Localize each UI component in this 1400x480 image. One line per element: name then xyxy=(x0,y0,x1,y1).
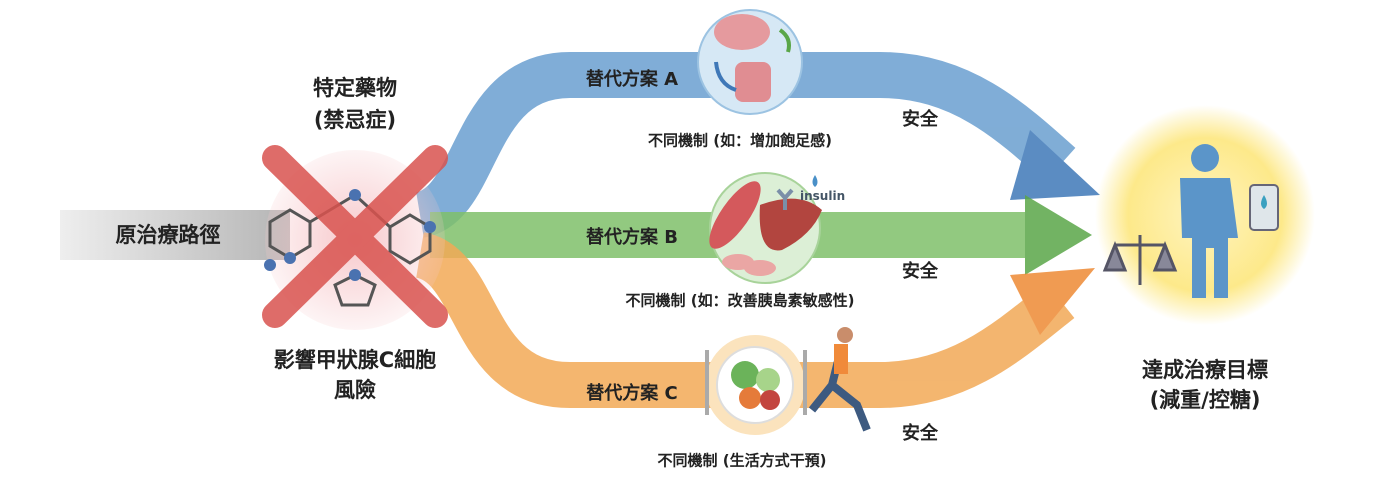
drug-title: 特定藥物 xyxy=(313,76,397,100)
arrow-c xyxy=(413,232,1095,408)
alternative-a-label: 替代方案 A xyxy=(585,69,679,90)
risk-line1: 影響甲狀腺C細胞 xyxy=(273,348,437,372)
alternative-a-mechanism: 不同機制 (如：增加飽足感) xyxy=(648,131,832,150)
drug-subtitle: (禁忌症) xyxy=(313,108,397,132)
arrow-a xyxy=(413,52,1100,238)
alternative-b-label: 替代方案 B xyxy=(586,227,678,248)
original-path-band xyxy=(60,210,290,260)
brain-gut-icon xyxy=(697,9,803,115)
goal-line2: (減重/控糖) xyxy=(1149,388,1261,412)
alternative-c-label: 替代方案 C xyxy=(586,383,678,404)
alternative-c-mechanism: 不同機制 (生活方式干預) xyxy=(657,451,827,470)
alternative-b-safety: 安全 xyxy=(902,261,938,282)
risk-line2: 風險 xyxy=(334,378,376,402)
muscle-liver-insulin-icon xyxy=(709,172,822,284)
cross-icon xyxy=(262,145,448,328)
alternative-c-safety: 安全 xyxy=(902,423,938,444)
alternative-b-mechanism: 不同機制 (如：改善胰島素敏感性) xyxy=(625,291,855,310)
goal-line1: 達成治療目標 xyxy=(1142,358,1268,382)
goal-person-icon xyxy=(1095,105,1315,325)
alternative-a-safety: 安全 xyxy=(902,109,938,130)
insulin-label: insulin xyxy=(800,189,845,203)
original-path-label: 原治療路徑 xyxy=(115,223,221,247)
healthy-plate-runner-icon xyxy=(705,327,871,435)
